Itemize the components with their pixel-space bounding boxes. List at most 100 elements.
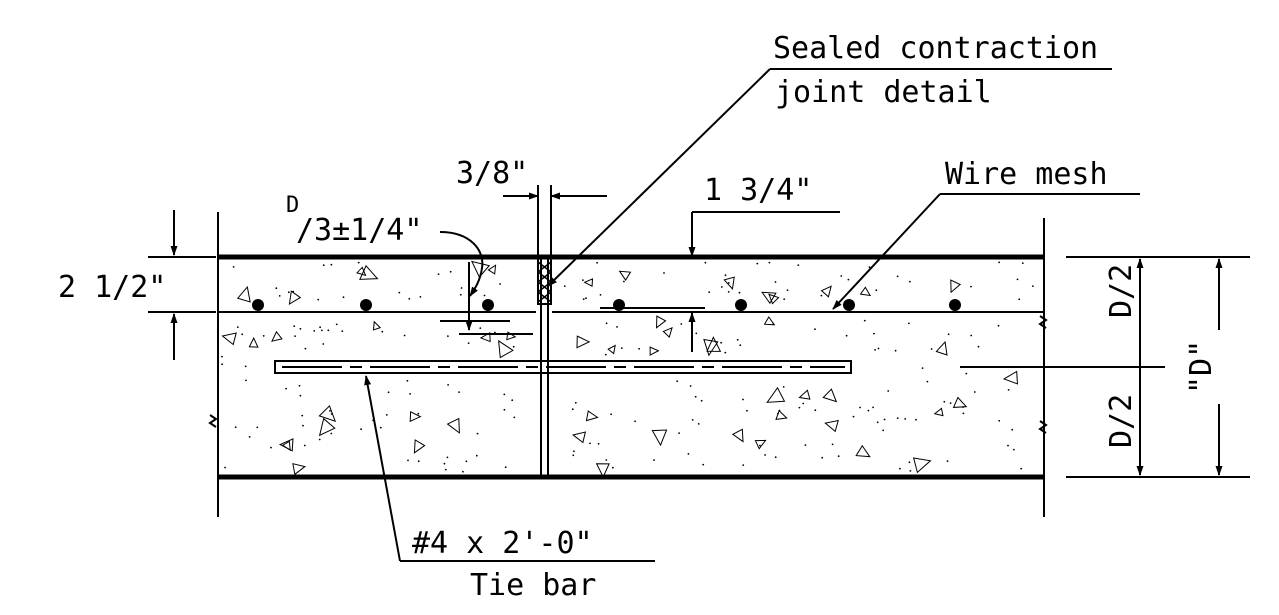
slab <box>208 212 1048 517</box>
sand-speck <box>449 270 452 273</box>
aggregate-stone <box>409 411 422 423</box>
sand-speck <box>571 408 574 411</box>
sand-speck <box>687 453 690 455</box>
concrete-aggregate-texture <box>221 260 1034 479</box>
aggregate-stone <box>487 264 497 275</box>
tiebar-name-label: Tie bar <box>470 568 596 603</box>
sand-speck <box>700 399 703 402</box>
sand-speck <box>245 379 247 382</box>
sand-speck <box>320 329 323 332</box>
sand-speck <box>909 470 912 472</box>
aggregate-stone <box>585 410 599 422</box>
sand-speck <box>962 412 965 415</box>
mesh-wire <box>252 299 264 311</box>
top-cover-dimension: 2 1/2" <box>58 210 216 360</box>
sand-speck <box>783 298 786 300</box>
sand-speck <box>759 444 761 447</box>
sand-speck <box>768 261 771 264</box>
sand-speck <box>949 402 952 404</box>
aggregate-stone <box>356 266 367 277</box>
mesh-depth-dimension: 1 3/4" <box>600 173 840 352</box>
sand-speck <box>330 263 333 266</box>
sand-speck <box>465 460 468 463</box>
aggregate-stone <box>706 336 722 352</box>
sand-speck <box>446 456 449 459</box>
sand-speck <box>408 297 411 300</box>
sand-speck <box>778 409 781 412</box>
sand-speck <box>234 426 237 428</box>
sand-speck <box>511 399 514 402</box>
sand-speck <box>921 367 924 369</box>
sand-speck <box>322 264 325 267</box>
sand-speck <box>409 393 411 395</box>
aggregate-stone <box>571 431 587 444</box>
sand-speck <box>476 432 479 435</box>
sand-speck <box>335 323 338 326</box>
sand-speck <box>689 385 692 387</box>
sand-speck <box>313 330 316 332</box>
sand-speck <box>322 343 325 345</box>
sand-speck <box>447 384 449 386</box>
aggregate-stone <box>824 419 839 433</box>
sand-speck <box>360 428 362 431</box>
sand-speck <box>691 419 694 421</box>
sand-speck <box>756 262 759 265</box>
sand-speck <box>1020 467 1023 470</box>
sand-speck <box>341 330 344 332</box>
sand-speck <box>896 417 899 419</box>
sand-speck <box>720 286 723 288</box>
sand-speck <box>831 443 834 446</box>
sand-speck <box>859 406 861 409</box>
sand-speck <box>285 387 287 390</box>
sand-speck <box>1011 428 1014 431</box>
aggregate-stone <box>651 429 668 447</box>
sand-speck <box>589 442 591 445</box>
sand-speck <box>882 429 885 432</box>
sand-speck <box>1013 448 1015 451</box>
top-cover-label: 2 1/2" <box>58 270 166 305</box>
sand-speck <box>772 323 775 325</box>
sand-speck <box>475 454 478 457</box>
mesh-wire <box>360 299 372 311</box>
aggregate-stone <box>649 346 660 356</box>
aggregate-stone <box>372 320 382 331</box>
aggregate-stone <box>763 316 776 326</box>
sand-speck <box>678 432 680 434</box>
sand-speck <box>909 280 911 283</box>
mesh-wire <box>482 299 494 311</box>
sand-speck <box>904 418 907 420</box>
sand-speck <box>738 291 741 294</box>
sand-speck <box>582 279 584 281</box>
sand-speck <box>653 459 655 461</box>
aggregate-stone <box>768 293 780 305</box>
sand-speck <box>814 409 817 412</box>
sand-speck <box>504 466 507 469</box>
sand-speck <box>638 347 640 350</box>
sand-speck <box>605 459 608 461</box>
sand-speck <box>256 426 259 429</box>
sand-speck <box>342 296 345 299</box>
joint-width-label: 3/8" <box>456 156 528 191</box>
aggregate-stone <box>359 264 379 280</box>
sand-speck <box>867 409 870 412</box>
sand-speck <box>708 291 711 293</box>
sand-speck <box>887 390 890 392</box>
sealed-joint-leader: Sealed contraction joint detail <box>547 31 1112 287</box>
tiebar-leader: #4 x 2'-0" Tie bar <box>364 375 655 603</box>
sand-speck <box>977 345 980 348</box>
sand-speck <box>894 349 897 352</box>
sand-speck <box>946 460 949 462</box>
sand-speck <box>998 419 1001 422</box>
sand-speck <box>695 332 698 335</box>
sand-speck <box>419 296 422 298</box>
sand-speck <box>330 432 333 435</box>
sand-speck <box>930 348 933 350</box>
sand-speck <box>248 436 251 438</box>
sand-speck <box>876 421 879 424</box>
sand-speck <box>724 351 727 354</box>
mesh-wire <box>735 299 747 311</box>
aggregate-stone <box>761 291 777 305</box>
aggregate-stone <box>288 290 302 305</box>
wire-mesh-leader: Wire mesh <box>832 157 1140 310</box>
sand-speck <box>798 406 801 409</box>
